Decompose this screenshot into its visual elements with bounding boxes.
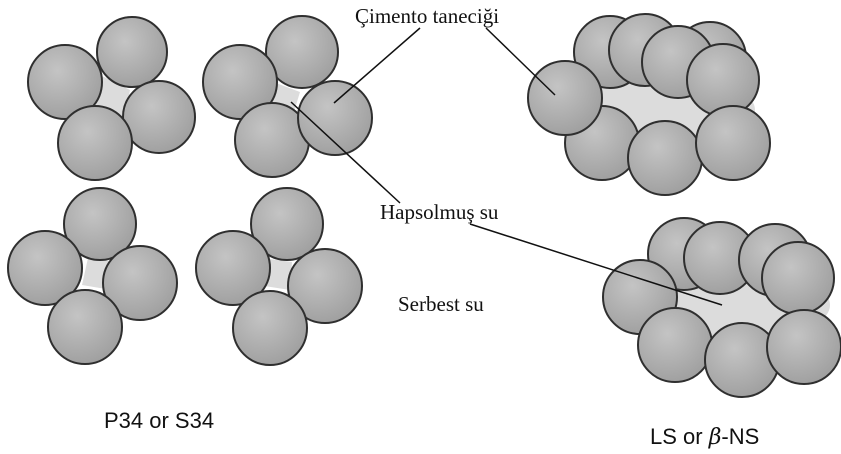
cement-particle xyxy=(232,290,308,366)
cement-particle xyxy=(287,248,363,324)
cement-particle xyxy=(761,241,835,315)
cement-particle xyxy=(27,44,103,120)
cement-particle xyxy=(704,322,780,398)
cement-particle xyxy=(122,80,196,154)
beta-symbol: β xyxy=(708,425,722,450)
cement-particle xyxy=(47,289,123,365)
leader-line-cement-to-middle xyxy=(333,27,421,104)
cement-particle xyxy=(7,230,83,306)
leader-line-cement-to-ring xyxy=(485,27,556,96)
leader-lines xyxy=(290,27,723,306)
cement-particle xyxy=(637,307,713,383)
cement-particle xyxy=(102,245,178,321)
leader-line-trapped-to-ring xyxy=(469,223,723,306)
right-group-caption: LS or β-NS xyxy=(650,424,759,450)
right-group-caption-suffix: -NS xyxy=(721,424,760,449)
cement-particle xyxy=(766,309,841,385)
cement-particle xyxy=(627,120,703,196)
cement-particle xyxy=(195,230,271,306)
cement-particle xyxy=(57,105,133,181)
cement-particle-label: Çimento taneciği xyxy=(355,4,500,28)
cluster-ring-bottom-right xyxy=(602,217,841,398)
right-group-caption-prefix: LS or xyxy=(650,424,709,449)
trapped-water-label: Hapsolmuş su xyxy=(380,200,499,224)
left-group-caption: P34 or S34 xyxy=(104,408,215,433)
cement-particle xyxy=(96,16,168,88)
cement-particle xyxy=(686,43,760,117)
cluster-top-middle xyxy=(202,15,373,178)
cement-particle xyxy=(63,187,137,261)
cement-particle xyxy=(250,187,324,261)
cement-particle xyxy=(265,15,339,89)
free-water-label: Serbest su xyxy=(398,292,484,316)
cluster-top-left xyxy=(27,16,196,181)
cement-particle xyxy=(202,44,278,120)
leader-line-trapped-to-cluster xyxy=(290,101,401,204)
cluster-ring-top-right xyxy=(527,13,771,196)
cement-particle xyxy=(695,105,771,181)
cluster-bottom-middle xyxy=(195,187,363,366)
cluster-bottom-left xyxy=(7,187,178,365)
cement-particle xyxy=(297,80,373,156)
cement-particle xyxy=(527,60,603,136)
